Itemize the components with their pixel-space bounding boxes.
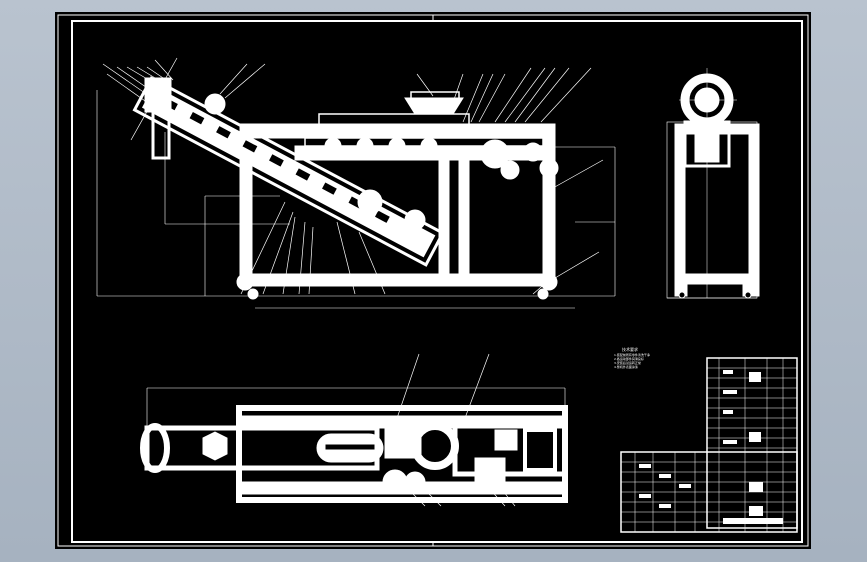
cad-drawing	[57, 14, 809, 547]
front-view	[96, 57, 616, 309]
note-line-1: 1.装配前所有零件清洗干净	[614, 353, 650, 357]
side-view	[666, 68, 760, 299]
note-line-3: 3.安装后试运转正常	[614, 361, 641, 365]
top-view	[140, 353, 568, 507]
notes-title: 技术要求	[622, 347, 638, 352]
note-line-4: 4.整机外表面涂漆	[614, 365, 638, 369]
note-line-2: 2.各运动部件润滑良好	[614, 357, 644, 361]
title-block	[620, 357, 798, 533]
technical-notes: 技术要求 1.装配前所有零件清洗干净 2.各运动部件润滑良好 3.安装后试运转正…	[614, 347, 694, 370]
drawing-sheet: 技术要求 1.装配前所有零件清洗干净 2.各运动部件润滑良好 3.安装后试运转正…	[55, 12, 811, 549]
inner-frame	[71, 20, 803, 543]
